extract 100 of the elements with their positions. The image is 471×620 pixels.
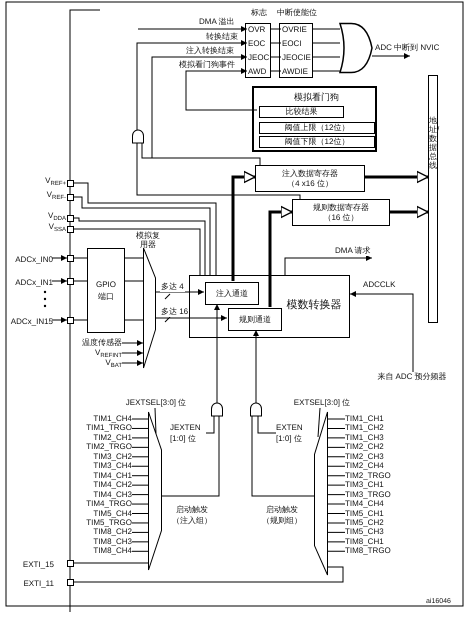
connector bbox=[74, 182, 216, 276]
connector bbox=[328, 550, 346, 552]
connector bbox=[132, 456, 148, 458]
signal-label: TIM3_CH1 bbox=[345, 480, 399, 490]
connector bbox=[270, 56, 282, 58]
connector bbox=[132, 522, 148, 524]
or-gate bbox=[340, 23, 372, 73]
signal-label: TIM2_CH1 bbox=[78, 432, 132, 443]
edge-label: 模拟看门狗事件 bbox=[178, 60, 236, 70]
connector bbox=[312, 70, 340, 72]
connector bbox=[284, 255, 372, 276]
connector bbox=[132, 541, 148, 542]
connector bbox=[122, 360, 144, 366]
pin-label: V$_{SSA}$ bbox=[48, 220, 66, 234]
connector bbox=[328, 437, 346, 438]
connector bbox=[328, 446, 346, 448]
channel-box bbox=[205, 282, 259, 305]
connector bbox=[74, 280, 88, 282]
connector bbox=[132, 513, 148, 514]
signal-label: TIM2_CH2 bbox=[345, 442, 399, 452]
signal-label: TIM1_TRGO bbox=[78, 423, 132, 434]
connector bbox=[270, 42, 282, 44]
channel-box bbox=[228, 308, 282, 331]
connector bbox=[328, 522, 346, 524]
connector bbox=[328, 456, 346, 458]
pin-label: ADCx_IN0 bbox=[14, 254, 53, 265]
connector bbox=[206, 416, 214, 434]
register-field bbox=[259, 106, 344, 118]
bus-label: 地址/数据总线 bbox=[429, 116, 437, 170]
signal-label: TIM2_CH4 bbox=[345, 461, 399, 472]
source-label: 来自 ADC 预分频器 bbox=[372, 372, 452, 383]
box-label: 规则数据寄存器 bbox=[313, 202, 369, 212]
connector bbox=[328, 475, 346, 476]
enable-bit-label: AWDIE bbox=[282, 67, 313, 77]
connector bbox=[312, 28, 340, 30]
connector bbox=[270, 28, 282, 30]
enable-bit-label: EOCI bbox=[282, 39, 313, 49]
connector bbox=[390, 206, 429, 218]
enable-label: JEXTEN [1:0] 位 bbox=[170, 422, 206, 444]
signal-label: TIM5_CH2 bbox=[345, 518, 399, 528]
gpio-box bbox=[87, 248, 125, 333]
connector bbox=[122, 350, 144, 356]
connector bbox=[253, 330, 259, 404]
box-label: 注入通道 bbox=[216, 288, 248, 298]
edge-label: DMA 请求 bbox=[334, 246, 372, 256]
sensor-label: 温度传感器 bbox=[74, 338, 122, 348]
signal-label: TIM3_TRGO bbox=[345, 490, 399, 500]
mux-caption: 启动触发（注入组） bbox=[171, 504, 213, 526]
signal-label: TIM1_CH2 bbox=[345, 423, 399, 434]
connector bbox=[138, 26, 248, 32]
connector bbox=[350, 291, 414, 372]
connector bbox=[122, 340, 144, 346]
box-label: 比较结果 bbox=[286, 107, 318, 117]
signal-label: TIM5_TRGO bbox=[78, 518, 132, 528]
signal-label: TIM8_CH4 bbox=[78, 546, 132, 556]
connector bbox=[132, 504, 148, 505]
mux-caption: 启动触发（规则组） bbox=[261, 504, 303, 526]
connector bbox=[156, 289, 204, 295]
box-label: 阈值上限（12位） bbox=[284, 123, 350, 133]
flag-label: AWD bbox=[248, 67, 271, 77]
signal-label: TIM8_TRGO bbox=[345, 546, 399, 556]
connector bbox=[132, 418, 148, 420]
box-title: 标志 bbox=[250, 8, 268, 18]
connector bbox=[132, 428, 148, 429]
pin-label: EXTI_15 bbox=[22, 559, 54, 570]
connector bbox=[268, 206, 293, 307]
box-title: 模数转换器 bbox=[286, 298, 342, 312]
signal-label: TIM8_CH1 bbox=[345, 536, 399, 547]
connector bbox=[328, 532, 346, 533]
connector bbox=[52, 317, 68, 323]
connector bbox=[132, 494, 148, 496]
signal-label: TIM5_CH4 bbox=[78, 508, 132, 518]
box-label: 注入数据寄存器 bbox=[282, 168, 338, 178]
connector bbox=[132, 446, 148, 448]
connector bbox=[312, 56, 340, 58]
signal-label: TIM2_TRGO bbox=[345, 470, 399, 481]
signal-label: TIM3_CH2 bbox=[78, 452, 132, 462]
connector bbox=[328, 513, 346, 514]
connector bbox=[124, 280, 144, 282]
box-title: 模拟看门狗 bbox=[293, 91, 340, 103]
enable-bit-label: JEOCIE bbox=[282, 53, 313, 63]
signal-label: TIM1_CH1 bbox=[345, 414, 399, 424]
connector bbox=[136, 142, 300, 200]
connector bbox=[74, 196, 210, 276]
connector bbox=[328, 484, 346, 486]
signal-label: TIM5_CH3 bbox=[345, 527, 399, 538]
box-label: GPIO 端口 bbox=[94, 278, 117, 302]
pin-label: ADCx_IN15 bbox=[10, 316, 53, 327]
pin-label: V$_{REF+}$ bbox=[44, 174, 66, 188]
flag-label: OVR bbox=[248, 25, 271, 35]
flag-label: EOC bbox=[248, 39, 271, 49]
mux-title: EXTSEL[3:0] 位 bbox=[292, 398, 352, 407]
connector bbox=[142, 142, 260, 166]
edge-label: 注入转换结束 bbox=[185, 46, 235, 56]
connector bbox=[365, 170, 429, 184]
connector bbox=[328, 428, 346, 429]
converter-box bbox=[189, 275, 350, 338]
connector bbox=[328, 504, 346, 505]
connector bbox=[312, 42, 340, 44]
connector bbox=[186, 68, 258, 110]
